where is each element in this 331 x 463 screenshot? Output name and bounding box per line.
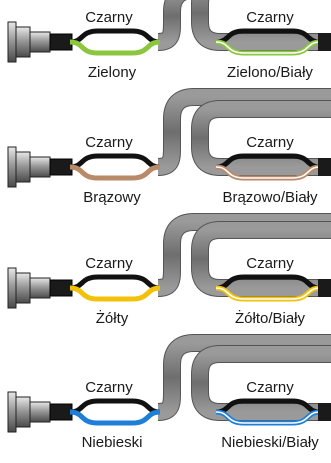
left-wires-2-color-wire <box>69 164 161 181</box>
left-connector-3-neck <box>29 277 51 299</box>
left-top-label-3: Czarny <box>85 255 133 272</box>
left-connector-1-boot <box>49 33 73 51</box>
left-bottom-label-3: Żółty <box>96 309 129 327</box>
left-cable-3 <box>157 214 331 296</box>
left-wires-4 <box>69 398 161 426</box>
left-wires-4-color-wire <box>69 409 161 426</box>
left-connector-2 <box>7 146 73 188</box>
right-wires-3 <box>215 274 321 302</box>
left-connector-4 <box>7 391 73 433</box>
left-connector-1-flange <box>7 21 17 63</box>
left-cable-1 <box>157 0 185 50</box>
right-bottom-label-4: Niebieski/Biały <box>221 434 319 451</box>
right-top-label-3: Czarny <box>246 255 294 272</box>
left-wires-3 <box>69 274 161 302</box>
right-bottom-label-2: Brązowo/Biały <box>222 189 318 206</box>
left-cable-2 <box>157 89 331 175</box>
right-bottom-label-1: Zielono/Biały <box>227 64 313 81</box>
left-bottom-label-4: Niebieski <box>82 434 143 451</box>
left-connector-3-body <box>15 272 31 304</box>
left-wires-1-color-wire <box>69 39 161 56</box>
right-top-label-4: Czarny <box>246 379 294 396</box>
right-connector-4 <box>318 403 331 421</box>
right-wires-2-black-wire <box>215 153 321 170</box>
right-wires-3-black-wire <box>215 274 321 291</box>
right-wires-1-black-wire <box>215 28 321 45</box>
left-connector-1 <box>7 21 73 63</box>
left-connector-1-neck <box>29 31 51 53</box>
left-connector-3-flange <box>7 267 17 309</box>
right-wires-3-white-stripe <box>215 287 321 300</box>
left-wires-3-color-wire <box>69 285 161 302</box>
right-connector-2 <box>318 158 331 176</box>
left-connector-4-body <box>15 396 31 428</box>
left-wires-1-black-wire <box>69 28 161 45</box>
right-connector-3 <box>318 279 331 297</box>
left-connector-1-body <box>15 26 31 58</box>
left-connector-4-boot <box>49 403 73 421</box>
right-wires-2-white-stripe <box>215 166 321 179</box>
right-wires-4-white-stripe <box>215 411 321 424</box>
right-wires-1 <box>215 28 321 56</box>
left-connector-2-boot <box>49 158 73 176</box>
left-connector-2-flange <box>7 146 17 188</box>
left-connector-2-body <box>15 151 31 183</box>
left-connector-4-neck <box>29 401 51 423</box>
right-top-label-1: Czarny <box>246 9 294 26</box>
left-bottom-label-2: Brązowy <box>83 189 141 206</box>
right-cable-1 <box>192 0 320 50</box>
right-wires-4-black-wire <box>215 398 321 415</box>
right-bottom-label-3: Żółto/Biały <box>235 309 306 327</box>
left-wires-1 <box>69 28 161 56</box>
left-connector-3 <box>7 267 73 309</box>
right-cable-3 <box>192 222 331 296</box>
left-connector-3-boot <box>49 279 73 297</box>
left-top-label-4: Czarny <box>85 379 133 396</box>
left-wires-3-black-wire <box>69 274 161 291</box>
left-wires-2 <box>69 153 161 181</box>
right-top-label-2: Czarny <box>246 134 294 151</box>
left-top-label-2: Czarny <box>85 134 133 151</box>
left-top-label-1: Czarny <box>85 9 133 26</box>
right-wires-1-white-stripe <box>215 41 321 54</box>
right-wires-2 <box>215 153 321 181</box>
left-cable-4 <box>157 335 331 420</box>
right-connector-1 <box>318 33 331 51</box>
right-wires-4 <box>215 398 321 426</box>
left-wires-4-black-wire <box>69 398 161 415</box>
left-wires-2-black-wire <box>69 153 161 170</box>
right-cable-4 <box>192 346 331 420</box>
right-cable-2 <box>192 101 331 175</box>
left-connector-4-flange <box>7 391 17 433</box>
left-connector-2-neck <box>29 156 51 178</box>
left-bottom-label-1: Zielony <box>88 64 137 81</box>
